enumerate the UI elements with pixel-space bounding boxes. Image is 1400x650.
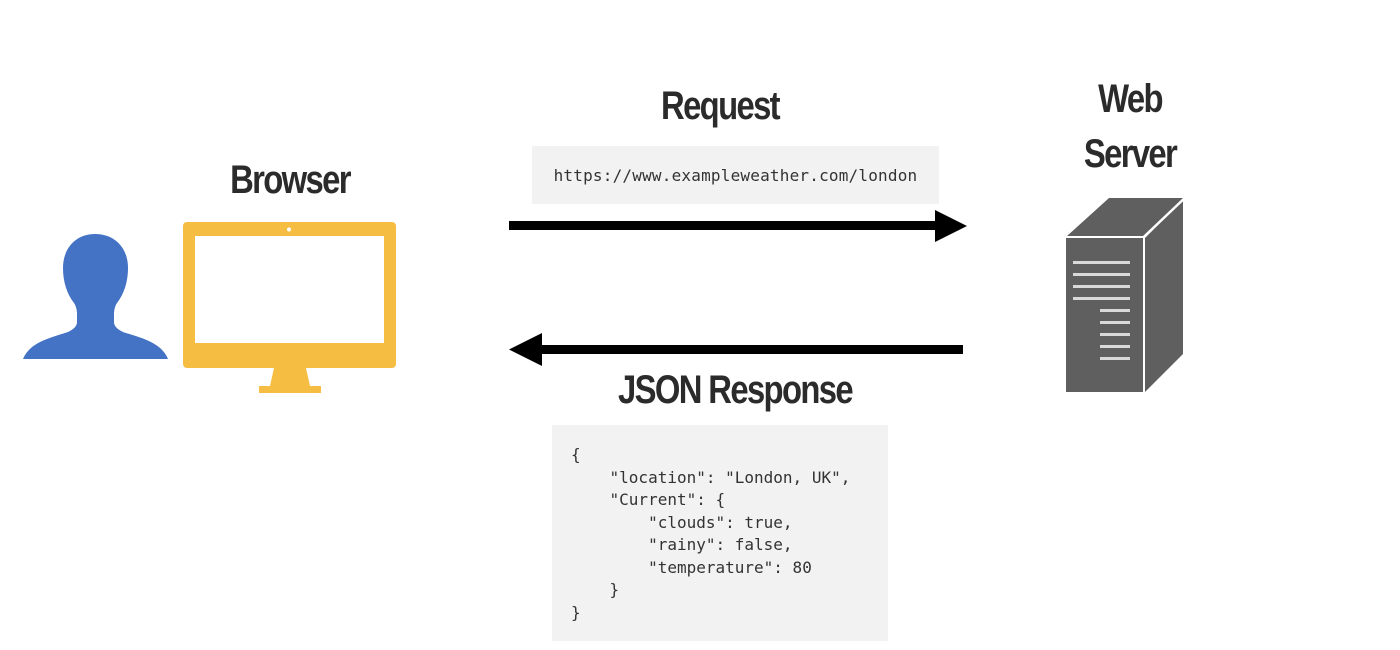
json-line: "temperature": 80 — [571, 557, 812, 577]
server-title: Web Server — [1048, 72, 1212, 182]
server-title-line1: Web — [1098, 77, 1163, 121]
json-line: "rainy": false, — [571, 535, 793, 554]
server-title-line2: Server — [1083, 132, 1178, 176]
monitor-icon — [183, 222, 396, 393]
json-line: { — [571, 445, 581, 464]
json-line: } — [571, 580, 620, 599]
request-title: Request — [661, 84, 781, 128]
json-line: } — [571, 602, 581, 622]
request-url-box: https://www.exampleweather.com/london — [532, 146, 939, 204]
request-url: https://www.exampleweather.com/london — [553, 165, 918, 185]
response-arrow — [509, 333, 963, 366]
request-arrow — [509, 210, 967, 242]
response-title: JSON Response — [618, 368, 854, 412]
json-line: "clouds": true, — [571, 512, 793, 532]
json-line: "location": "London, UK", — [571, 467, 851, 487]
server-tower-icon — [1066, 198, 1185, 392]
server-vents — [1073, 261, 1130, 360]
user-silhouette-icon — [23, 234, 168, 359]
json-line: "Current": { — [571, 490, 726, 509]
json-response-box: { "location": "London, UK", "Current": {… — [552, 425, 888, 641]
browser-title: Browser — [230, 158, 351, 202]
